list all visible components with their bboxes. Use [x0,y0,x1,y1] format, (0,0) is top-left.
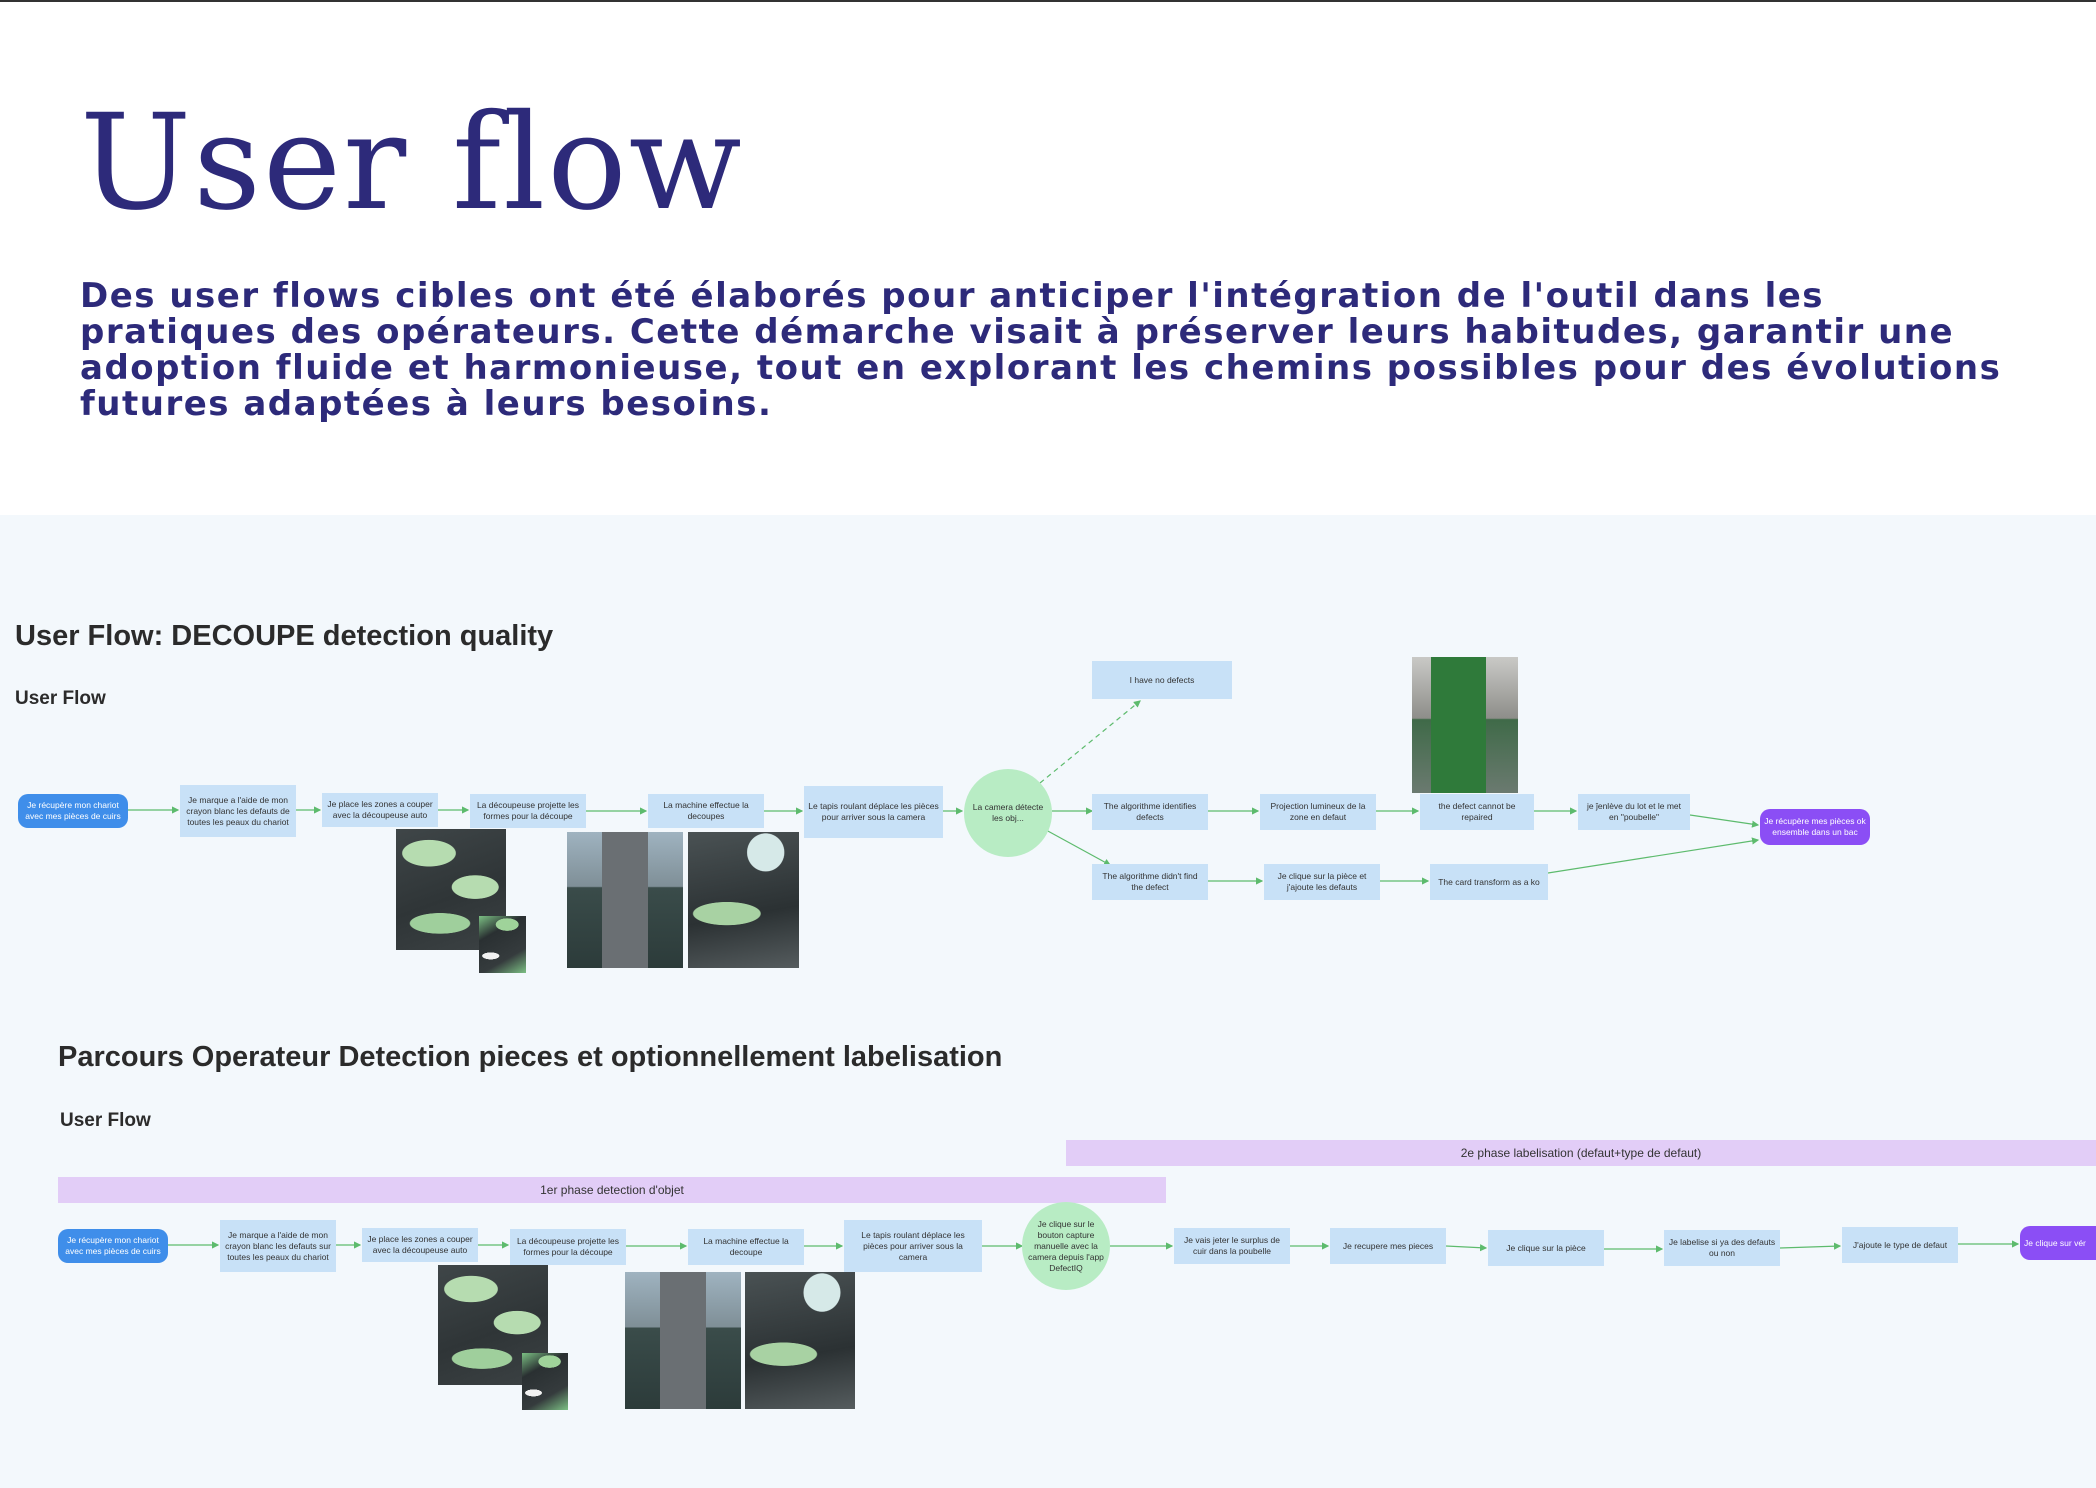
photo-trash-bin [1412,657,1518,793]
flow2-step-project-shapes[interactable]: La découpeuse projette les formes pour l… [510,1229,626,1265]
flow1-title: User Flow: DECOUPE detection quality [15,620,554,652]
top-rule [0,0,2096,2]
flow1-step-no-defects[interactable]: I have no defects [1092,661,1232,699]
flow1-step-machine-cuts[interactable]: La machine effectue la decoupes [648,794,764,828]
flow2-end-node[interactable]: Je clique sur vér [2020,1226,2096,1260]
flow1-end-node[interactable]: Je récupère mes pièces ok ensemble dans … [1760,809,1870,845]
flow1-step-conveyor[interactable]: Le tapis roulant déplace les pièces pour… [804,786,943,838]
flow1-step-defect-missed[interactable]: The algorithme didn't find the defect [1092,864,1208,900]
flow1-step-remove-lot[interactable]: je ĵenlève du lot et le met en "poubelle… [1578,794,1690,830]
photo-cutting-machine-2 [625,1272,741,1409]
flow2-step-add-defect-type[interactable]: J'ajoute le type de defaut [1842,1227,1958,1263]
flow2-step-mark-defects[interactable]: Je marque a l'aide de mon crayon blanc l… [220,1220,336,1272]
flow1-step-projection[interactable]: Projection lumineux de la zone en defaut [1260,794,1376,830]
photo-cutting-machine [567,832,683,968]
flow2-step-label-defects[interactable]: Je labelise si ya des defauts ou non [1664,1230,1780,1266]
photo-leather-detail [479,916,526,973]
flow1-subtitle: User Flow [15,688,106,709]
photo-leather-hand [688,832,799,968]
flow2-step-throw-surplus[interactable]: Je vais jeter le surplus de cuir dans la… [1174,1228,1290,1264]
phase-1-detection-banner: 1er phase detection d'objet [58,1177,1166,1203]
flow2-step-manual-capture[interactable]: Je clique sur le bouton capture manuelle… [1022,1202,1110,1290]
flow1-step-cannot-repair[interactable]: the defect cannot be repaired [1420,794,1534,830]
flow2-start-node[interactable]: Je récupère mon chariot avec mes pièces … [58,1229,168,1263]
photo-leather-hand-2 [745,1272,855,1409]
whiteboard-canvas[interactable] [0,515,2096,1488]
intro-paragraph: Des user flows cibles ont été élaborés p… [80,276,2002,424]
flow1-step-project-shapes[interactable]: La découpeuse projette les formes pour l… [470,794,586,828]
photo-leather-detail-2 [522,1353,568,1410]
flow1-step-place-zones[interactable]: Je place les zones a couper avec la déco… [322,793,438,827]
flow2-step-click-piece[interactable]: Je clique sur la pièce [1488,1230,1604,1266]
flow1-step-card-ko[interactable]: The card transform as a ko [1430,864,1548,900]
flow1-start-node[interactable]: Je récupère mon chariot avec mes pièces … [18,794,128,828]
flow2-step-machine-cuts[interactable]: La machine effectue la decoupe [688,1229,804,1265]
flow2-subtitle: User Flow [60,1110,151,1131]
flow1-decision-camera[interactable]: La camera détecte les obj... [964,769,1052,857]
flow1-step-add-defects[interactable]: Je clique sur la pièce et j'ajoute les d… [1264,864,1380,900]
page-title: User flow [80,86,744,240]
phase-2-labelisation-banner: 2e phase labelisation (defaut+type de de… [1066,1140,2096,1166]
flow2-step-collect-pieces[interactable]: Je recupere mes pieces [1330,1228,1446,1264]
flow1-step-defects-identified[interactable]: The algorithme identifies defects [1092,794,1208,830]
flow2-step-place-zones[interactable]: Je place les zones a couper avec la déco… [362,1228,478,1262]
flow1-step-mark-defects[interactable]: Je marque a l'aide de mon crayon blanc l… [180,785,296,837]
flow2-step-conveyor[interactable]: Le tapis roulant déplace les pièces pour… [844,1220,982,1272]
flow2-title: Parcours Operateur Detection pieces et o… [58,1041,1003,1073]
